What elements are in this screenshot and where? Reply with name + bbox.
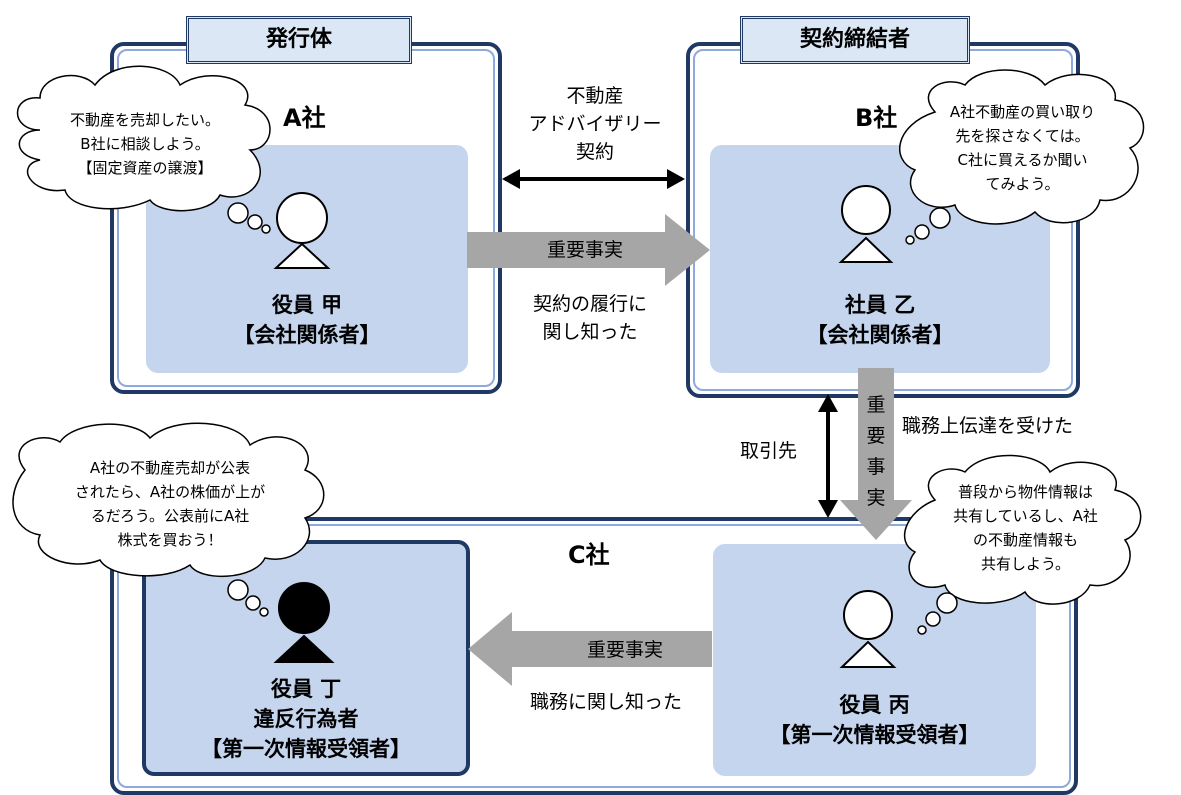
fact-down-char-1: 重 [866, 394, 886, 416]
fact-arrow-down [840, 368, 912, 540]
contractor-tab: 契約締結者 [740, 16, 970, 64]
person-tei-label: 役員 丁 違反行為者 【第一次情報受領者】 [142, 674, 470, 764]
cloud-hei-line-1: 普段から物件情報は [957, 483, 1093, 501]
fact-down-char-3: 事 [866, 456, 886, 478]
company-c-label: C社 [568, 541, 610, 569]
cloud-b-line-2: 先を探さなくては。 [955, 127, 1090, 145]
trade-partner-double-arrow [818, 394, 838, 518]
cloud-hei [904, 454, 1142, 635]
company-b-label: B社 [855, 104, 898, 132]
cloud-hei-line-3: の不動産情報も [972, 531, 1078, 549]
cloud-tei-text: A社の不動産売却が公表 されたら、A社の株価が上が るだろう。公表前にA社 株式… [20, 456, 320, 552]
cloud-b-text: A社不動産の買い取り 先を探さなくては。 C社に買えるか聞い てみよう。 [910, 100, 1135, 196]
person-icon-tei [273, 582, 335, 663]
fact-down-label: 重 要 事 実 [860, 390, 892, 514]
cloud-hei-line-2: 共有しているし、A社 [953, 507, 1098, 525]
company-a-label: A社 [283, 104, 326, 132]
cloud-b-line-3: C社に買えるか聞い [957, 151, 1088, 169]
person-tei-title: 役員 丁 [270, 677, 342, 701]
person-a-title: 役員 甲 [271, 293, 343, 317]
cloud-a-line-1: 不動産を売却したい。 [69, 111, 220, 129]
advisory-line-3: 契約 [575, 141, 614, 163]
advisory-line-2: アドバイザリー [528, 113, 662, 135]
person-a-label: 役員 甲 【会社関係者】 [146, 290, 468, 350]
fact-ab-note-line-2: 関し知った [542, 321, 638, 343]
advisory-double-arrow [502, 169, 685, 189]
fact-arrow-c [468, 612, 712, 686]
fact-c-label: 重要事実 [586, 639, 663, 661]
advisory-text: 不動産 アドバイザリー 契約 [505, 82, 685, 166]
person-tei-role: 【第一次情報受領者】 [201, 737, 411, 761]
person-b-title: 社員 乙 [844, 293, 916, 317]
person-icon-a [273, 192, 331, 269]
person-a-role: 【会社関係者】 [233, 323, 381, 347]
person-tei-sub: 違反行為者 [253, 707, 359, 731]
person-hei-label: 役員 丙 【第一次情報受領者】 [713, 690, 1036, 750]
advisory-line-1: 不動産 [566, 85, 624, 107]
fact-ab-note-line-1: 契約の履行に [532, 293, 647, 315]
cloud-tei-line-2: されたら、A社の株価が上が [74, 483, 266, 501]
cloud-tei-line-3: るだろう。公表前にA社 [90, 507, 250, 525]
person-hei-role: 【第一次情報受領者】 [769, 723, 980, 747]
cloud-hei-line-4: 共有しよう。 [980, 555, 1071, 573]
person-icon-b [838, 185, 894, 263]
fact-ab-label: 重要事実 [546, 239, 623, 261]
fact-ab-note: 契約の履行に 関し知った [500, 290, 680, 346]
cloud-hei-text: 普段から物件情報は 共有しているし、A社 の不動産情報も 共有しよう。 [918, 480, 1133, 576]
cloud-tei-line-1: A社の不動産売却が公表 [89, 459, 251, 477]
fact-down-char-4: 実 [866, 487, 886, 509]
cloud-b-line-4: てみよう。 [985, 175, 1060, 193]
fact-arrow-ab [467, 214, 710, 286]
fact-c-note: 職務に関し知った [529, 691, 682, 713]
cloud-tei-line-4: 株式を買おう！ [117, 531, 223, 549]
fact-down-char-2: 要 [866, 425, 886, 447]
trade-partner-label: 取引先 [740, 440, 798, 462]
issuer-tab: 発行体 [186, 16, 412, 64]
cloud-a-text: 不動産を売却したい。 B社に相談しよう。 【固定資産の譲渡】 [30, 108, 260, 180]
person-b-label: 社員 乙 【会社関係者】 [710, 290, 1050, 350]
cloud-a-line-3: 【固定資産の譲渡】 [77, 159, 213, 177]
cloud-b-line-1: A社不動産の買い取り [949, 103, 1096, 121]
cloud-tei [12, 422, 325, 617]
person-icon-hei [839, 590, 897, 668]
person-hei-title: 役員 丙 [839, 693, 910, 717]
person-b-role: 【会社関係者】 [806, 323, 954, 347]
cloud-b [899, 69, 1145, 245]
cloud-a-line-2: B社に相談しよう。 [80, 135, 210, 153]
duty-received-label: 職務上伝達を受けた [902, 415, 1074, 437]
cloud-a [16, 65, 271, 234]
